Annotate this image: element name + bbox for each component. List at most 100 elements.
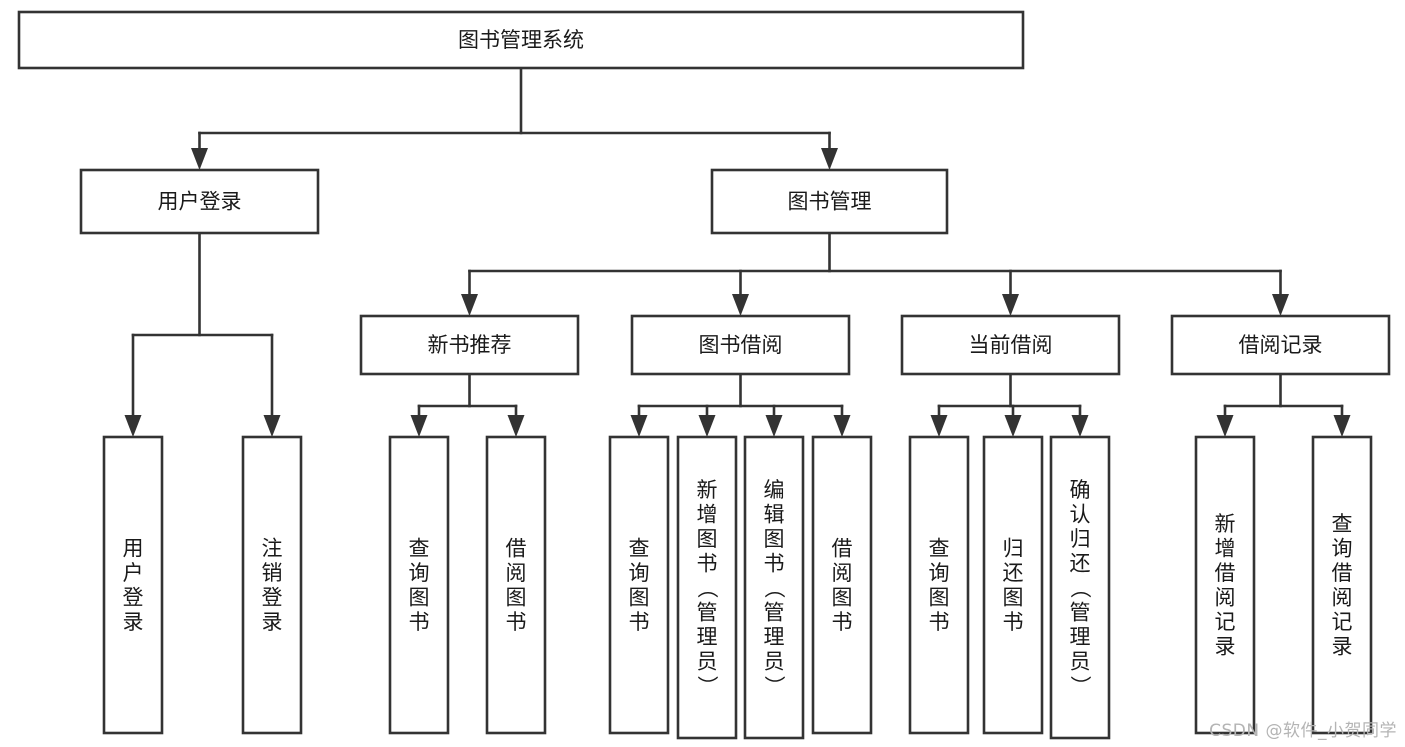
node-label-char: 新: [1215, 512, 1236, 536]
node-book-admin[interactable]: 图书管理: [710, 168, 949, 235]
node-box[interactable]: [811, 435, 873, 735]
node-box[interactable]: [388, 435, 450, 735]
node-label-char: 查: [629, 537, 650, 561]
node-box[interactable]: [982, 435, 1044, 735]
node-label-char: ）: [762, 675, 786, 696]
node-leaf-1[interactable]: 用户登录: [102, 435, 164, 735]
node-borrow[interactable]: 图书借阅: [630, 314, 851, 376]
connector-group: [191, 66, 838, 170]
node-label-char: 询: [929, 561, 950, 585]
node-label-char: 书: [764, 551, 785, 575]
node-box[interactable]: [1170, 314, 1391, 376]
node-label-char: 还: [1070, 551, 1091, 575]
arrowhead-icon: [507, 415, 525, 437]
node-label-char: 理: [764, 625, 785, 649]
arrowhead-icon: [1002, 294, 1019, 316]
arrowhead-icon: [698, 415, 716, 437]
connector-layer: [124, 66, 1351, 437]
node-user-login[interactable]: 用户登录: [79, 168, 320, 235]
node-label-char: 书: [409, 610, 430, 634]
node-label-char: 书: [506, 610, 527, 634]
node-box[interactable]: [676, 435, 738, 740]
arrowhead-icon: [410, 415, 428, 437]
node-label-char: 书: [832, 610, 853, 634]
node-label-char: 员: [764, 649, 785, 673]
node-box[interactable]: [102, 435, 164, 735]
node-new-rec[interactable]: 新书推荐: [359, 314, 580, 376]
node-label-char: 图: [697, 527, 718, 551]
node-label-char: 确: [1070, 478, 1091, 502]
node-label-char: 图: [764, 527, 785, 551]
node-label-char: 增: [697, 502, 718, 526]
node-current[interactable]: 当前借阅: [900, 314, 1121, 376]
node-label-char: 查: [929, 537, 950, 561]
node-box[interactable]: [743, 435, 805, 740]
arrowhead-icon: [1272, 294, 1289, 316]
node-label-char: 录: [1332, 635, 1353, 659]
node-label-char: 图: [1003, 586, 1024, 610]
node-box[interactable]: [608, 435, 670, 735]
arrowhead-icon: [1071, 415, 1089, 437]
node-label-char: 借: [506, 537, 527, 561]
node-label: 当前借阅: [969, 333, 1053, 357]
node-label-char: 新: [697, 478, 718, 502]
node-label-char: 书: [1003, 610, 1024, 634]
node-label-char: 管: [1070, 600, 1091, 624]
node-box[interactable]: [359, 314, 580, 376]
node-root[interactable]: 图书管理系统: [17, 10, 1025, 70]
node-box[interactable]: [900, 314, 1121, 376]
node-records[interactable]: 借阅记录: [1170, 314, 1391, 376]
node-label-char: 销: [262, 561, 283, 585]
arrowhead-icon: [1216, 415, 1234, 437]
arrowhead-icon: [630, 415, 648, 437]
node-box[interactable]: [1049, 435, 1111, 740]
node-label-char: 员: [1070, 649, 1091, 673]
node-label-char: 查: [1332, 512, 1353, 536]
arrowhead-icon: [930, 415, 948, 437]
arrowhead-icon: [732, 294, 749, 316]
node-label-char: 借: [832, 537, 853, 561]
node-label-char: （: [695, 577, 719, 598]
node-label-char: 借: [1332, 561, 1353, 585]
node-label-char: ）: [695, 675, 719, 696]
node-label-char: 图: [929, 586, 950, 610]
node-box[interactable]: [17, 10, 1025, 70]
node-box[interactable]: [630, 314, 851, 376]
node-box[interactable]: [241, 435, 303, 735]
node-label-char: 书: [697, 551, 718, 575]
arrowhead-icon: [765, 415, 783, 437]
node-label-char: 阅: [832, 561, 853, 585]
node-label-char: 借: [1215, 561, 1236, 585]
node-label-char: （: [762, 577, 786, 598]
node-label-char: 阅: [1215, 586, 1236, 610]
node-box[interactable]: [710, 168, 949, 235]
node-label-char: 图: [409, 586, 430, 610]
node-label-char: 询: [1332, 537, 1353, 561]
node-label-char: 询: [409, 561, 430, 585]
node-label-char: 注: [262, 537, 283, 561]
node-box[interactable]: [79, 168, 320, 235]
connector-group: [1216, 372, 1351, 437]
node-label-char: 理: [697, 625, 718, 649]
node-box[interactable]: [1311, 435, 1373, 735]
node-label-char: 管: [764, 600, 785, 624]
node-box[interactable]: [485, 435, 547, 735]
node-box[interactable]: [1194, 435, 1256, 735]
node-box[interactable]: [908, 435, 970, 735]
node-label-char: 用: [123, 537, 144, 561]
arrowhead-icon: [263, 415, 281, 437]
connector-group: [124, 231, 281, 437]
